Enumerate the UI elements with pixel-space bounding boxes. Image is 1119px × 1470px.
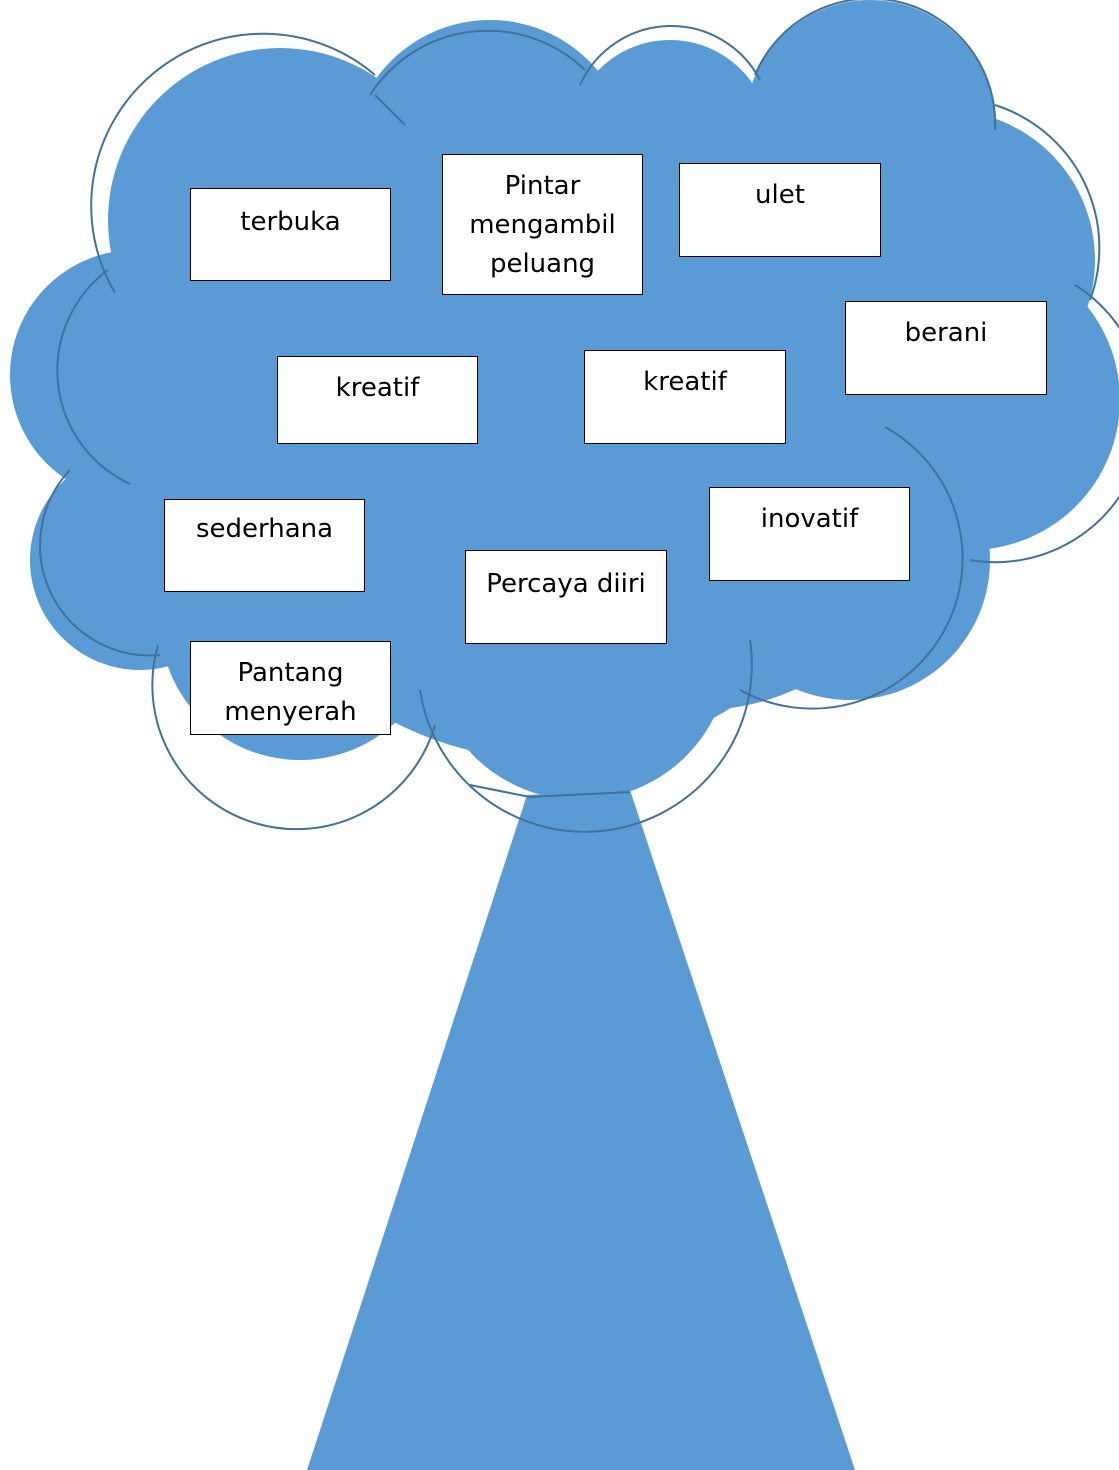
label-text-kreatif-right: kreatif [643,367,727,397]
label-text-pantang-menyerah: Pantang menyerah [224,658,357,727]
label-text-percaya-diri: Percaya diiri [486,569,646,599]
label-box-terbuka: terbuka [190,188,391,281]
label-box-berani: berani [845,301,1047,395]
label-box-sederhana: sederhana [164,499,365,592]
label-text-terbuka: terbuka [240,207,341,237]
label-box-pantang-menyerah: Pantang menyerah [190,641,391,735]
label-box-inovatif: inovatif [709,487,910,581]
label-box-kreatif-left: kreatif [277,356,478,444]
label-text-sederhana: sederhana [195,514,334,544]
canopy-outline [39,0,1119,833]
label-text-pintar-mengambil-peluang: Pintar mengambil peluang [469,171,616,279]
label-box-pintar-mengambil-peluang: Pintar mengambil peluang [442,154,643,295]
tree-trunk [307,790,855,1470]
tree-canopy [10,0,1119,800]
label-box-kreatif-right: kreatif [584,350,786,444]
label-text-berani: berani [904,318,988,348]
label-text-ulet: ulet [755,180,805,210]
label-text-kreatif-left: kreatif [335,373,420,403]
label-box-percaya-diri: Percaya diiri [465,550,667,644]
label-box-ulet: ulet [679,163,881,257]
label-text-inovatif: inovatif [760,504,859,534]
